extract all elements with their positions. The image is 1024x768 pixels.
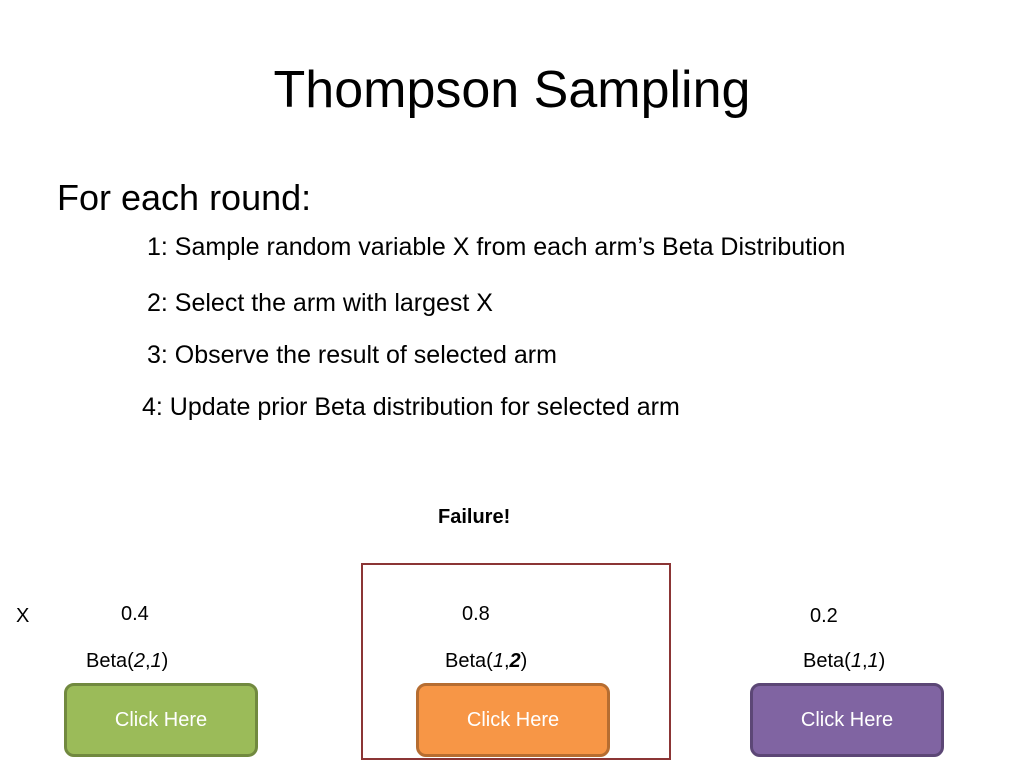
arm-1-sample: 0.4: [121, 603, 149, 625]
beta-alpha: 1: [850, 650, 862, 672]
beta-alpha: 1: [492, 650, 504, 672]
step-4: 4: Update prior Beta distribution for se…: [142, 393, 680, 421]
beta-beta: 1: [150, 650, 162, 672]
beta-prefix: Beta(: [445, 650, 493, 672]
step-1: 1: Sample random variable X from each ar…: [147, 233, 846, 261]
arm-1-beta: Beta(2,1): [86, 650, 168, 673]
step-3: 3: Observe the result of selected arm: [147, 341, 557, 369]
beta-prefix: Beta(: [803, 650, 851, 672]
beta-alpha: 2: [133, 650, 145, 672]
beta-beta: 1: [867, 650, 879, 672]
result-status: Failure!: [438, 506, 511, 528]
arm-2-beta: Beta(1,2): [445, 650, 527, 673]
x-row-label: X: [16, 605, 30, 627]
arm-2-button[interactable]: Click Here: [416, 683, 610, 757]
beta-sep: ,: [144, 650, 151, 672]
beta-sep: ,: [861, 650, 868, 672]
arm-3-beta: Beta(1,1): [803, 650, 885, 673]
arm-1-button[interactable]: Click Here: [64, 683, 258, 757]
intro-text: For each round:: [57, 177, 312, 218]
slide-title: Thompson Sampling: [273, 61, 751, 119]
beta-suffix: ): [878, 650, 886, 672]
beta-beta: 2: [509, 650, 521, 672]
beta-sep: ,: [503, 650, 510, 672]
arm-3-sample: 0.2: [810, 605, 838, 627]
selected-arm-highlight: [361, 563, 671, 760]
arm-3-button[interactable]: Click Here: [750, 683, 944, 757]
step-2: 2: Select the arm with largest X: [147, 289, 493, 317]
arm-2-sample: 0.8: [462, 603, 490, 625]
beta-suffix: ): [520, 650, 528, 672]
beta-suffix: ): [161, 650, 169, 672]
beta-prefix: Beta(: [86, 650, 134, 672]
